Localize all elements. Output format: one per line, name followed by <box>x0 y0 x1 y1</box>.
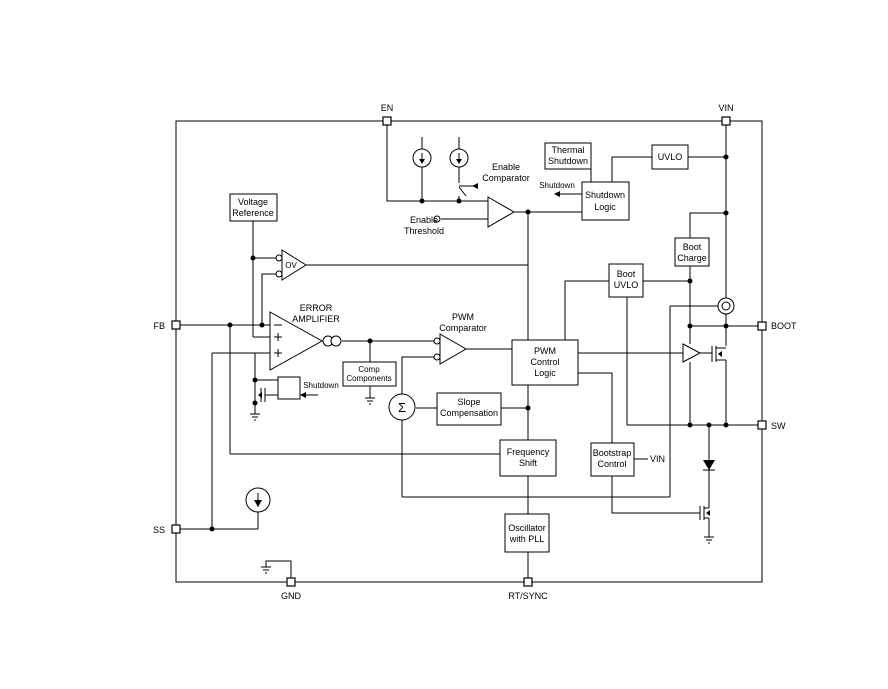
slope-compensation-label-2: Compensation <box>440 408 498 418</box>
slope-compensation-box <box>436 392 502 426</box>
voltage-reference-label-1: Voltage <box>238 197 268 207</box>
pwm-control-logic-label-2: Control <box>530 357 559 367</box>
bootstrap-control-label-1: Bootstrap <box>593 448 632 458</box>
sigma-symbol: Σ <box>398 400 406 415</box>
oscillator-pll-box <box>504 513 550 553</box>
shutdown-logic-label-1: Shutdown <box>585 190 625 200</box>
current-source-en-1 <box>412 137 432 168</box>
error-amplifier-label-2: AMPLIFIER <box>292 314 340 324</box>
pin-boot <box>757 321 767 331</box>
current-source-ss <box>245 487 271 513</box>
oscillator-pll-label-1: Oscillator <box>508 523 546 533</box>
ic-boundary <box>175 120 763 583</box>
pwm-control-logic-label-1: PWM <box>534 346 556 356</box>
boot-charge-label-1: Boot <box>683 242 702 252</box>
voltage-reference-label-2: Reference <box>232 208 274 218</box>
enable-comparator-symbol <box>487 196 516 228</box>
boot-uvlo-box <box>608 263 644 298</box>
pin-gnd <box>286 577 296 587</box>
pin-boot-label: BOOT <box>771 321 797 331</box>
pwm-comparator-label-1: PWM <box>452 312 474 322</box>
pin-gnd-label: GND <box>281 591 302 601</box>
pwm-comparator-label-2: Comparator <box>439 323 487 333</box>
pin-ss-label: SS <box>153 525 165 535</box>
pwm-control-logic-box <box>511 339 579 386</box>
shutdown-signal-label: Shutdown <box>539 181 575 190</box>
uvlo-box <box>651 144 689 170</box>
boot-charge-box <box>674 237 710 267</box>
pin-sw-label: SW <box>771 421 786 431</box>
enable-comparator-label-1: Enable <box>492 162 520 172</box>
thermal-shutdown-label-1: Thermal <box>551 145 584 155</box>
shutdown-logic-box <box>581 181 630 221</box>
frequency-shift-label-1: Frequency <box>507 447 550 457</box>
shutdown-logic-label-2: Logic <box>594 202 616 212</box>
pin-en <box>382 116 392 126</box>
boot-uvlo-label-1: Boot <box>617 269 636 279</box>
pwm-control-logic-label-3: Logic <box>534 368 556 378</box>
boot-diode <box>703 460 715 470</box>
ov-comparator-symbol <box>281 249 307 281</box>
error-amplifier-label-1: ERROR <box>300 303 333 313</box>
pin-en-label: EN <box>381 103 394 113</box>
pin-fb-label: FB <box>153 321 165 331</box>
enable-threshold-label-2: Threshold <box>404 226 444 236</box>
ground-symbols <box>250 397 714 574</box>
frequency-shift-label-2: Shift <box>519 458 538 468</box>
shutdown-ss-label: Shutdown <box>303 381 339 390</box>
pin-vin <box>721 116 731 126</box>
thermal-shutdown-label-2: Shutdown <box>548 156 588 166</box>
oscillator-pll-label-2: with PLL <box>509 534 545 544</box>
frequency-shift-box <box>499 439 557 477</box>
error-amplifier-symbol <box>269 311 324 371</box>
voltage-reference-box <box>229 193 278 222</box>
bootstrap-control-label-2: Control <box>597 459 626 469</box>
enable-threshold-label-1: Enable <box>410 215 438 225</box>
high-side-driver <box>682 343 702 363</box>
wires <box>180 121 762 578</box>
current-source-en-2 <box>449 137 469 168</box>
pin-ss <box>171 524 181 534</box>
pin-rt-sync <box>523 577 533 587</box>
junctions <box>209 154 729 532</box>
ss-shutdown-switch-box <box>277 376 301 400</box>
pin-vin-label: VIN <box>718 103 733 113</box>
thermal-shutdown-box <box>544 142 592 170</box>
enable-comparator-label-2: Comparator <box>482 173 530 183</box>
vin-bootstrap-label: VIN <box>650 454 665 464</box>
ov-label: OV <box>285 261 297 270</box>
pin-rt-sync-label: RT/SYNC <box>508 591 548 601</box>
pin-fb <box>171 320 181 330</box>
boot-charge-label-2: Charge <box>677 253 707 263</box>
boot-uvlo-label-2: UVLO <box>614 280 639 290</box>
summing-node <box>388 393 416 421</box>
bootstrap-control-box <box>590 442 635 477</box>
slope-compensation-label-1: Slope <box>457 397 480 407</box>
pwm-comparator-symbol <box>439 333 468 365</box>
uvlo-label: UVLO <box>658 152 683 162</box>
pin-sw <box>757 420 767 430</box>
comp-components-box <box>342 361 397 387</box>
comp-components-label-1: Comp <box>358 365 380 374</box>
comp-components-label-2: Components <box>346 374 391 383</box>
